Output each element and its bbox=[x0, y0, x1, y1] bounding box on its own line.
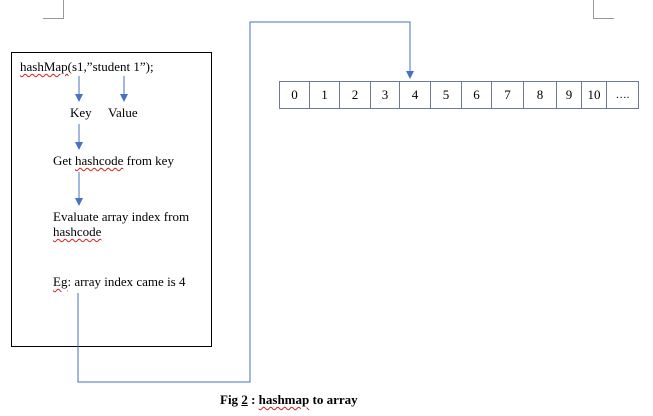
step-get-hashcode: Get hashcode from key bbox=[53, 153, 174, 168]
corner-mark-top-right bbox=[593, 0, 614, 19]
array-cell-10: 10 bbox=[582, 82, 607, 108]
example-text: Eg: array index came is 4 bbox=[53, 274, 186, 289]
figure-caption: Fig 2 : hashmap to array bbox=[220, 392, 358, 407]
array-cell-3: 3 bbox=[371, 82, 400, 108]
code-line: hashMap(s1,”student 1”); bbox=[20, 59, 154, 74]
figure-number: 2 bbox=[241, 392, 248, 407]
code-line-args: (s1,”student 1”); bbox=[67, 59, 154, 74]
array-cell-1: 1 bbox=[310, 82, 340, 108]
process-box bbox=[11, 52, 212, 347]
value-label: Value bbox=[108, 105, 138, 120]
step-evaluate-index-line2: hashcode bbox=[53, 224, 102, 239]
key-label: Key bbox=[70, 105, 92, 120]
array-cell-ellipsis: …. bbox=[615, 89, 630, 101]
caption-hashmap-word: hashmap bbox=[258, 392, 310, 407]
arrow-to-array-index-4 bbox=[77, 21, 414, 383]
array-cell-0: 0 bbox=[280, 82, 310, 108]
array-cell-4: 4 bbox=[400, 82, 431, 108]
step-evaluate-index-line1: Evaluate array index from bbox=[53, 209, 190, 224]
hashcode-word: hashcode bbox=[75, 153, 124, 168]
stray-mark: ` bbox=[66, 73, 70, 85]
array-cell-7: 7 bbox=[492, 82, 524, 108]
array-cell-9: 9 bbox=[557, 82, 582, 108]
corner-mark-top-left bbox=[43, 0, 64, 19]
code-line-method: hashMap bbox=[20, 59, 68, 74]
example-abbrev: Eg bbox=[53, 274, 68, 289]
array-cell-2: 2 bbox=[340, 82, 371, 108]
array-cell-5: 5 bbox=[431, 82, 462, 108]
array-cell-6: 6 bbox=[462, 82, 492, 108]
array-cell-8: 8 bbox=[524, 82, 557, 108]
array-strip: 0 1 2 3 4 5 6 7 8 9 10 …. bbox=[279, 81, 639, 109]
